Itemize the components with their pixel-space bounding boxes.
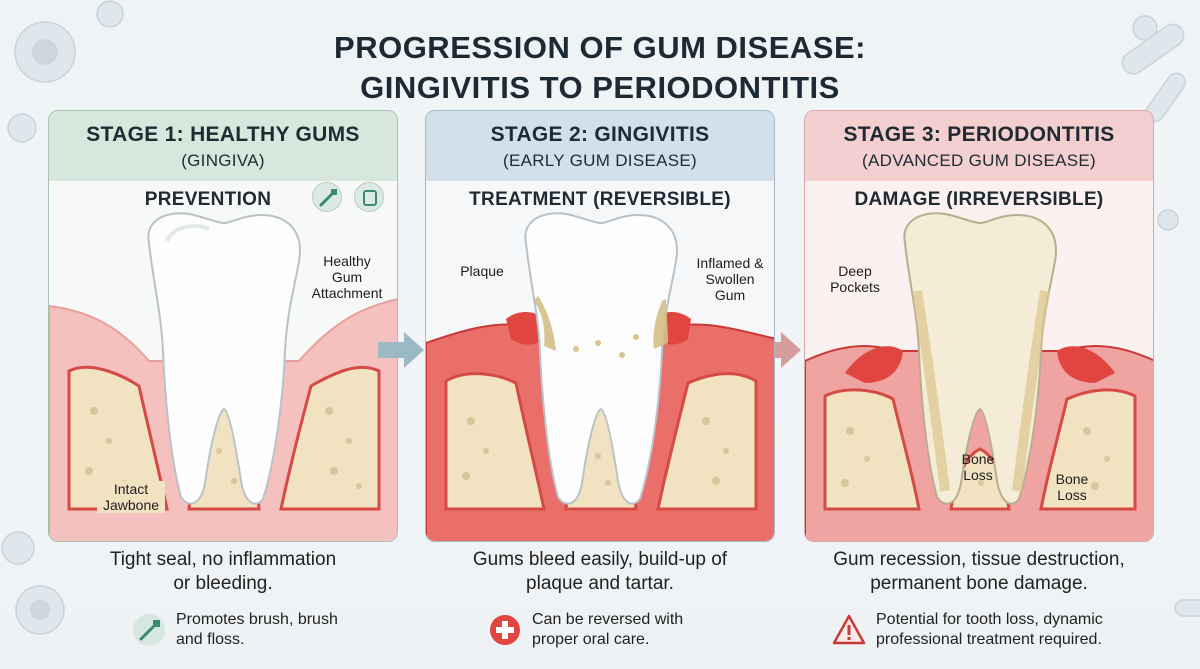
stage-1-header: STAGE 1: HEALTHY GUMS (GINGIVA) [49,111,397,181]
healthy-tooth-illustration [49,212,397,541]
stage-2-header: STAGE 2: GINGIVITIS (EARLY GUM DISEASE) [426,111,774,181]
stage-3-header: STAGE 3: PERIODONTITIS (ADVANCED GUM DIS… [805,111,1153,181]
stage-3-label: DAMAGE (IRREVERSIBLE) [854,189,1104,210]
stage-2-subheading: (EARLY GUM DISEASE) [502,151,697,170]
stage-2-panel: STAGE 2: GINGIVITIS (EARLY GUM DISEASE) … [425,110,775,542]
stage-3-panel: STAGE 3: PERIODONTITIS (ADVANCED GUM DIS… [804,110,1154,542]
stage-1-description: Tight seal, no inflammation or bleeding. [109,549,337,594]
stage-1-label: PREVENTION [144,189,272,210]
callout-deep-pockets: Deep Pockets [830,263,880,295]
toothbrush-icon [312,182,342,212]
callout-plaque: Plaque [460,263,504,279]
stage-3-note-text: Potential for tooth loss, dynamic profes… [876,611,1103,648]
stage-1-subheading: (GINGIVA) [181,151,265,170]
stage-2-note: Can be reversed with proper oral care. [488,610,718,650]
arrow-stage-1-to-2 [378,332,424,368]
stage-3-heading: STAGE 3: PERIODONTITIS [843,123,1115,146]
stage-1-note: Promotes brush, brush and floss. [132,610,362,650]
callout-intact-jawbone: Intact Jawbone [97,481,165,513]
arrow-stage-2-to-3 [755,332,801,368]
floss-icon [354,182,384,212]
callout-healthy-attachment: Healthy Gum Attachment [311,253,383,301]
stage-2-description: Gums bleed easily, build-up of plaque an… [472,549,728,594]
stage-3-description: Gum recession, tissue destruction, perma… [833,549,1125,594]
medical-cross-icon [490,615,520,645]
callout-bone-loss-right: Bone Loss [1055,471,1089,503]
callout-bone-loss-left: Bone Loss [961,451,995,483]
stage-1-panel: STAGE 1: HEALTHY GUMS (GINGIVA) PREVENTI… [48,110,398,542]
page-title: PROGRESSION OF GUM DISEASE: GINGIVITIS T… [0,28,1200,108]
toothbrush-icon [133,614,165,646]
stage-2-heading: STAGE 2: GINGIVITIS [490,123,710,146]
warning-icon [832,614,866,645]
gingivitis-tooth-illustration [426,212,774,541]
stage-1-note-text: Promotes brush, brush and floss. [176,611,338,648]
stage-1-heading: STAGE 1: HEALTHY GUMS [86,123,360,146]
stage-2-note-text: Can be reversed with proper oral care. [532,611,684,648]
periodontitis-tooth-illustration [805,212,1153,541]
stage-2-label: TREATMENT (REVERSIBLE) [469,189,731,210]
stage-3-note: Potential for tooth loss, dynamic profes… [832,610,1142,650]
callout-inflamed-gum: Inflamed & Swollen Gum [696,255,764,303]
title-line-1: PROGRESSION OF GUM DISEASE: [334,30,866,65]
stage-3-subheading: (ADVANCED GUM DISEASE) [862,151,1096,170]
title-line-2: GINGIVITIS TO PERIODONTITIS [360,70,840,105]
